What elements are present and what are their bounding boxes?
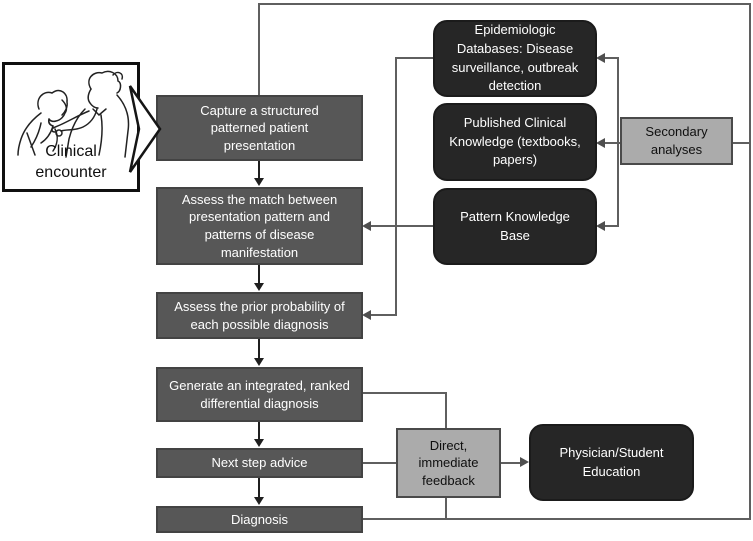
node-direct-immediate-feedback: Direct, immediate feedback	[396, 428, 501, 498]
node-assess-prior-probability: Assess the prior probability of each pos…	[156, 292, 363, 339]
edge-loop-top-vertical	[258, 3, 260, 95]
generate-differential-label: Generate an integrated, ranked different…	[169, 377, 350, 411]
flow-chevron-icon	[128, 85, 162, 173]
arrowhead-into-education	[520, 457, 529, 467]
edge-loop-top-horizontal	[258, 3, 751, 5]
edge-loop-bottom-horizontal	[362, 518, 751, 520]
edge-generate-to-nextstep	[258, 422, 260, 440]
capture-presentation-label: Capture a structured patterned patient p…	[200, 102, 319, 153]
node-clinical-encounter: Clinical encounter	[2, 62, 140, 192]
arrowhead-into-assess-match	[362, 221, 371, 231]
assess-prior-probability-label: Assess the prior probability of each pos…	[174, 298, 345, 332]
node-secondary-analyses: Secondary analyses	[620, 117, 733, 165]
published-clinical-knowledge-label: Published Clinical Knowledge (textbooks,…	[449, 114, 581, 168]
epidemiologic-databases-label: Epidemiologic Databases: Disease surveil…	[451, 21, 579, 94]
node-physician-student-education: Physician/Student Education	[529, 424, 694, 501]
edge-loop-right-vertical	[749, 3, 751, 520]
physician-student-education-label: Physician/Student Education	[559, 444, 664, 479]
edge-feedback-to-education	[501, 462, 521, 464]
next-step-advice-label: Next step advice	[211, 455, 308, 471]
arrowhead-prior-to-generate	[254, 358, 264, 366]
node-assess-match: Assess the match between presentation pa…	[156, 187, 363, 265]
edge-secondary-right-connector	[731, 142, 750, 144]
node-next-step-advice: Next step advice	[156, 448, 363, 478]
edge-generate-to-feedback-horizontal	[362, 392, 447, 394]
clinical-encounter-illustration	[17, 70, 130, 158]
edge-feedback-down-connector	[445, 498, 447, 519]
arrowhead-assess-match-to-prior	[254, 283, 264, 291]
clinical-encounter-label: Clinical encounter	[35, 143, 107, 182]
secondary-analyses-label: Secondary analyses	[645, 124, 708, 157]
edge-secondary-branch-middle	[605, 142, 622, 144]
edge-prior-to-generate	[258, 339, 260, 359]
arrowhead-nextstep-to-diagnosis	[254, 497, 264, 505]
node-capture-presentation: Capture a structured patterned patient p…	[156, 95, 363, 161]
edge-secondary-branch-top	[605, 57, 619, 59]
edge-assess-prior-in	[371, 314, 397, 316]
edge-assess-match-to-prior	[258, 265, 260, 284]
arrowhead-into-epidemiologic	[596, 53, 605, 63]
edge-secondary-branch-bottom	[605, 225, 619, 227]
assess-match-label: Assess the match between presentation pa…	[181, 191, 338, 260]
edge-pattern-to-assess-match	[371, 225, 433, 227]
arrowhead-generate-to-nextstep	[254, 439, 264, 447]
diagnosis-label: Diagnosis	[230, 511, 289, 527]
edge-nextstep-to-diagnosis	[258, 478, 260, 498]
node-pattern-knowledge-base: Pattern Knowledge Base	[433, 188, 597, 265]
direct-immediate-feedback-label: Direct, immediate feedback	[418, 437, 479, 488]
edge-generate-to-feedback-vertical	[445, 392, 447, 428]
edge-capture-to-assess-match	[258, 161, 260, 179]
pattern-knowledge-base-label: Pattern Knowledge Base	[460, 208, 570, 243]
arrowhead-capture-to-assess-match	[254, 178, 264, 186]
arrowhead-into-pattern	[596, 221, 605, 231]
arrowhead-into-published	[596, 138, 605, 148]
node-epidemiologic-databases: Epidemiologic Databases: Disease surveil…	[433, 20, 597, 97]
arrowhead-into-assess-prior	[362, 310, 371, 320]
node-published-clinical-knowledge: Published Clinical Knowledge (textbooks,…	[433, 103, 597, 181]
edge-epidemiologic-out-vertical	[395, 57, 397, 315]
node-generate-differential: Generate an integrated, ranked different…	[156, 367, 363, 422]
edge-nextstep-to-feedback	[362, 462, 396, 464]
node-diagnosis: Diagnosis	[156, 506, 363, 533]
edge-epidemiologic-out-horizontal	[396, 57, 433, 59]
